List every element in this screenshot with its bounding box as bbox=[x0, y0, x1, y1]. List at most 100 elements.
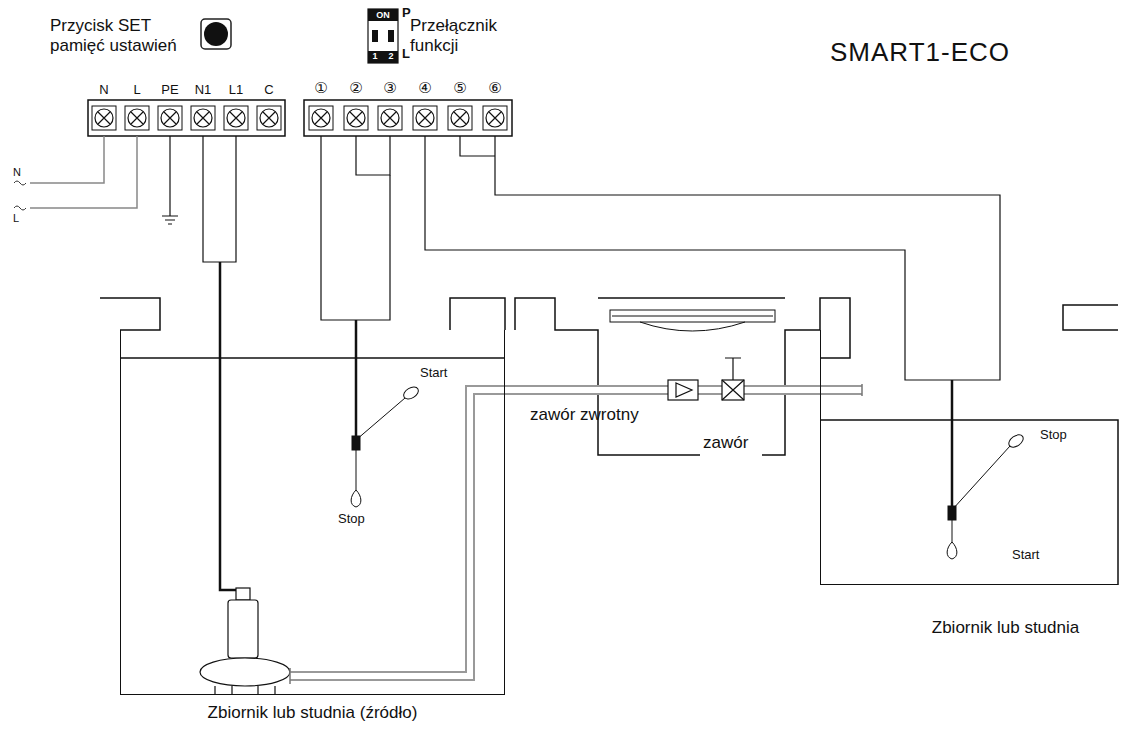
float-switch bbox=[948, 506, 956, 520]
part-label: Start bbox=[420, 366, 447, 381]
terminal-screw bbox=[315, 112, 327, 124]
terminal-screw bbox=[312, 109, 330, 127]
pipe-inner bbox=[505, 387, 820, 393]
dip-switch bbox=[368, 51, 398, 63]
gate-valve bbox=[722, 380, 744, 400]
dip-switch bbox=[372, 30, 378, 42]
terminal-cell bbox=[309, 106, 333, 130]
terminal-cell bbox=[224, 106, 248, 130]
terminal-screw bbox=[95, 109, 113, 127]
float-switch bbox=[351, 490, 361, 507]
gate-valve bbox=[725, 358, 741, 380]
terminal-screw bbox=[260, 109, 278, 127]
gate-valve bbox=[722, 358, 744, 400]
terminal-block bbox=[88, 100, 512, 136]
ground-outline bbox=[820, 420, 1118, 585]
tank-outline: Zbiornik lub studnia bbox=[820, 330, 1118, 585]
dip-switch bbox=[368, 9, 398, 21]
terminal-screw bbox=[489, 112, 501, 124]
terminal-screw bbox=[131, 112, 143, 124]
part-label: L bbox=[13, 212, 19, 225]
terminal-screw bbox=[416, 109, 434, 127]
pit-cover bbox=[640, 322, 745, 331]
terminal-label: L bbox=[133, 83, 140, 98]
part-label: 1 bbox=[372, 51, 377, 61]
pipe-connector bbox=[505, 390, 820, 391]
pump bbox=[215, 686, 275, 694]
pump bbox=[228, 600, 258, 658]
terminal-screw bbox=[381, 109, 399, 127]
wiring bbox=[220, 262, 244, 600]
check-valve bbox=[668, 380, 698, 400]
dip-switch bbox=[368, 9, 398, 63]
mains-wire bbox=[14, 136, 137, 210]
wiring bbox=[356, 136, 390, 175]
terminal-label: ⑥ bbox=[488, 79, 501, 96]
terminal-cell bbox=[257, 106, 281, 130]
terminal-cell bbox=[191, 106, 215, 130]
ground-outline bbox=[100, 298, 160, 330]
wiring bbox=[355, 320, 358, 436]
pipe bbox=[820, 385, 862, 395]
wiring bbox=[162, 136, 1000, 600]
float-switch bbox=[947, 542, 957, 559]
float-switch bbox=[952, 520, 953, 542]
terminal-screw bbox=[230, 112, 242, 124]
part-label: Przycisk SET pamięć ustawień bbox=[50, 16, 190, 55]
pipe bbox=[290, 384, 862, 684]
wiring bbox=[425, 136, 1000, 380]
part-label: zawór bbox=[703, 433, 748, 453]
tank-outline: Zbiornik lub studnia (źródło) bbox=[120, 330, 505, 695]
terminal-label: ② bbox=[349, 79, 362, 96]
terminal-label: ④ bbox=[418, 79, 431, 96]
ground-outline bbox=[120, 357, 505, 359]
float-switch bbox=[356, 450, 357, 490]
terminal-screw bbox=[350, 112, 362, 124]
terminal-screw bbox=[98, 112, 110, 124]
mains-wire bbox=[30, 136, 137, 208]
ground-outline bbox=[1063, 305, 1118, 330]
terminal-label: PE bbox=[161, 83, 178, 98]
set-button bbox=[201, 19, 231, 49]
diagram-title: SMART1-ECO bbox=[830, 37, 1010, 68]
wiring bbox=[162, 216, 178, 224]
terminal-screw bbox=[347, 109, 365, 127]
pit-cover bbox=[612, 316, 773, 317]
pipe bbox=[290, 390, 505, 676]
gate-valve bbox=[722, 380, 744, 400]
check-valve bbox=[676, 383, 692, 397]
terminal-cell bbox=[125, 106, 149, 130]
set-button bbox=[204, 22, 228, 46]
float-switch bbox=[356, 398, 405, 440]
mains-wire bbox=[30, 136, 104, 183]
part-label: ON bbox=[376, 10, 390, 20]
pump bbox=[236, 588, 250, 600]
terminal-screw bbox=[419, 112, 431, 124]
tank-caption: Zbiornik lub studnia (źródło) bbox=[121, 703, 504, 723]
part-label: N bbox=[13, 166, 21, 179]
terminal-screw bbox=[451, 109, 469, 127]
dip-switch bbox=[368, 9, 398, 63]
terminal-screw bbox=[197, 112, 209, 124]
terminal-label: L1 bbox=[229, 83, 243, 98]
pipe bbox=[290, 384, 862, 684]
wiring bbox=[321, 136, 390, 320]
pit-cover bbox=[610, 310, 775, 322]
terminal-cell bbox=[378, 106, 402, 130]
float-switch bbox=[1007, 432, 1026, 449]
pit-cover bbox=[610, 310, 775, 331]
float-switch bbox=[402, 385, 421, 402]
pipe bbox=[820, 387, 862, 393]
ground-outline bbox=[100, 298, 1118, 585]
wiring bbox=[460, 136, 495, 156]
terminal-screw bbox=[227, 109, 245, 127]
set-button bbox=[201, 19, 231, 49]
terminal-screw bbox=[454, 112, 466, 124]
terminal-screw bbox=[128, 109, 146, 127]
wiring bbox=[169, 136, 170, 216]
mains-wire bbox=[14, 181, 26, 185]
terminal-cell bbox=[344, 106, 368, 130]
terminal-cell bbox=[448, 106, 472, 130]
float-switch bbox=[952, 446, 1010, 510]
terminal-label: N1 bbox=[195, 83, 212, 98]
